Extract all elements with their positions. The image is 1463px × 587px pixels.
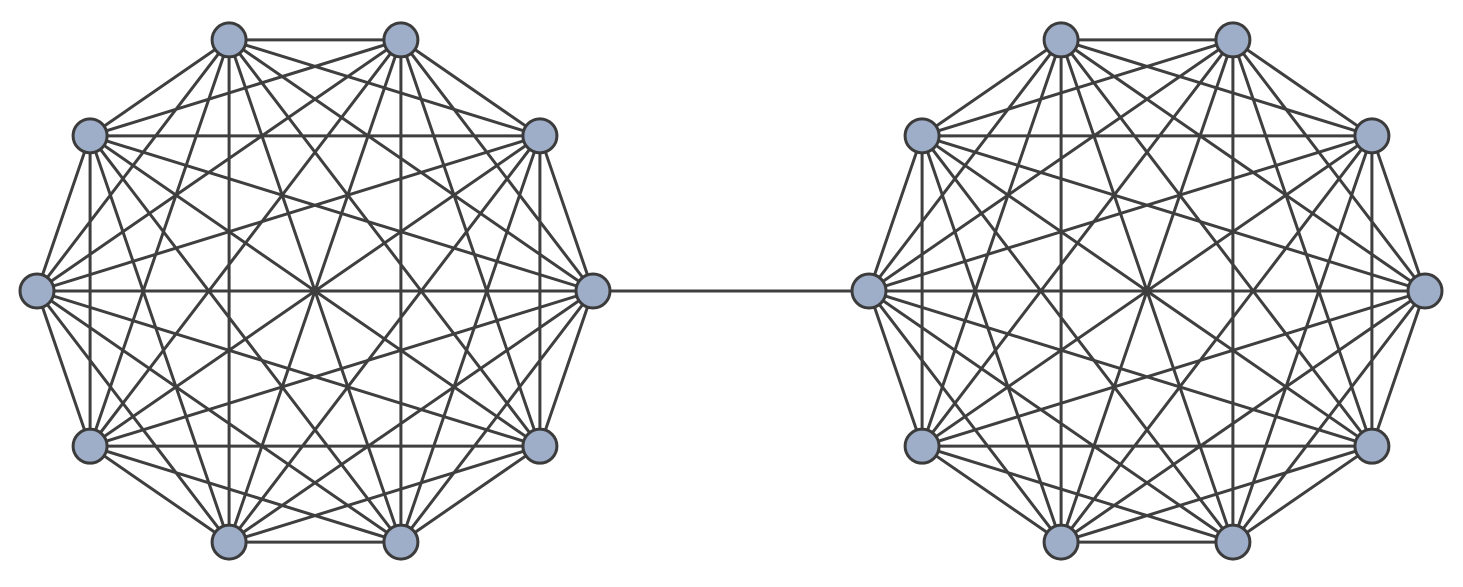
node-L8 bbox=[382, 523, 420, 561]
edge-R5-R6 bbox=[867, 289, 924, 448]
node-R5 bbox=[850, 272, 888, 310]
edge-L3-L4 bbox=[88, 38, 231, 138]
edge-L4-L5 bbox=[35, 134, 92, 293]
node-R7 bbox=[1042, 523, 1080, 561]
edge-R5-R7 bbox=[867, 289, 1063, 544]
edge-R2-R5 bbox=[867, 38, 1235, 293]
edges-layer bbox=[35, 38, 1427, 544]
edge-R4-R7 bbox=[920, 134, 1063, 544]
edge-R6-R8 bbox=[920, 444, 1235, 544]
edge-L1-L8 bbox=[399, 134, 542, 544]
edge-R3-R6 bbox=[920, 38, 1063, 448]
edge-L6-L7 bbox=[88, 444, 231, 544]
edge-L5-L9 bbox=[35, 289, 542, 448]
node-L2 bbox=[382, 21, 420, 59]
node-L4 bbox=[71, 117, 109, 155]
node-L3 bbox=[210, 21, 248, 59]
nodes-layer bbox=[18, 21, 1444, 561]
edge-R0-R9 bbox=[1370, 289, 1427, 448]
edge-L5-L6 bbox=[35, 289, 92, 448]
node-R4 bbox=[903, 117, 941, 155]
node-L1 bbox=[521, 117, 559, 155]
node-R8 bbox=[1214, 523, 1252, 561]
node-L0 bbox=[574, 272, 612, 310]
edge-L5-L7 bbox=[35, 289, 231, 544]
edge-R4-R8 bbox=[920, 134, 1235, 544]
edge-R6-R7 bbox=[920, 444, 1063, 544]
node-R2 bbox=[1214, 21, 1252, 59]
edge-L0-L1 bbox=[538, 134, 595, 293]
node-L5 bbox=[18, 272, 56, 310]
edge-R0-R1 bbox=[1370, 134, 1427, 293]
edge-L4-L7 bbox=[88, 134, 231, 544]
edge-L0-L9 bbox=[538, 289, 595, 448]
edge-R0-R3 bbox=[1059, 38, 1427, 293]
node-R6 bbox=[903, 427, 941, 465]
edge-R4-R9 bbox=[920, 134, 1374, 448]
node-R1 bbox=[1353, 117, 1391, 155]
edge-R5-R9 bbox=[867, 289, 1374, 448]
edge-L6-L8 bbox=[88, 444, 403, 544]
edge-L0-L3 bbox=[227, 38, 595, 293]
edge-L3-L6 bbox=[88, 38, 231, 448]
edge-L5-L8 bbox=[35, 289, 403, 544]
edge-L2-L9 bbox=[399, 38, 542, 448]
node-L7 bbox=[210, 523, 248, 561]
edge-L1-L2 bbox=[399, 38, 542, 138]
edge-L2-L5 bbox=[35, 38, 403, 293]
edge-R0-R7 bbox=[1059, 289, 1427, 544]
edge-R7-R9 bbox=[1059, 444, 1374, 544]
edge-R5-R8 bbox=[867, 289, 1235, 544]
edge-L3-L9 bbox=[227, 38, 542, 448]
edge-R3-R9 bbox=[1059, 38, 1374, 448]
edge-R3-R4 bbox=[920, 38, 1063, 138]
node-R3 bbox=[1042, 21, 1080, 59]
node-R0 bbox=[1406, 272, 1444, 310]
edge-L0-L7 bbox=[227, 289, 595, 544]
edge-L4-L8 bbox=[88, 134, 403, 544]
edge-R2-R9 bbox=[1231, 38, 1374, 448]
node-L9 bbox=[521, 427, 559, 465]
edge-R4-R5 bbox=[867, 134, 924, 293]
edge-R1-R2 bbox=[1231, 38, 1374, 138]
node-R9 bbox=[1353, 427, 1391, 465]
edge-L4-L9 bbox=[88, 134, 542, 448]
edge-L8-L9 bbox=[399, 444, 542, 544]
edge-L7-L9 bbox=[227, 444, 542, 544]
node-L6 bbox=[71, 427, 109, 465]
edge-R1-R8 bbox=[1231, 134, 1374, 544]
edge-R8-R9 bbox=[1231, 444, 1374, 544]
